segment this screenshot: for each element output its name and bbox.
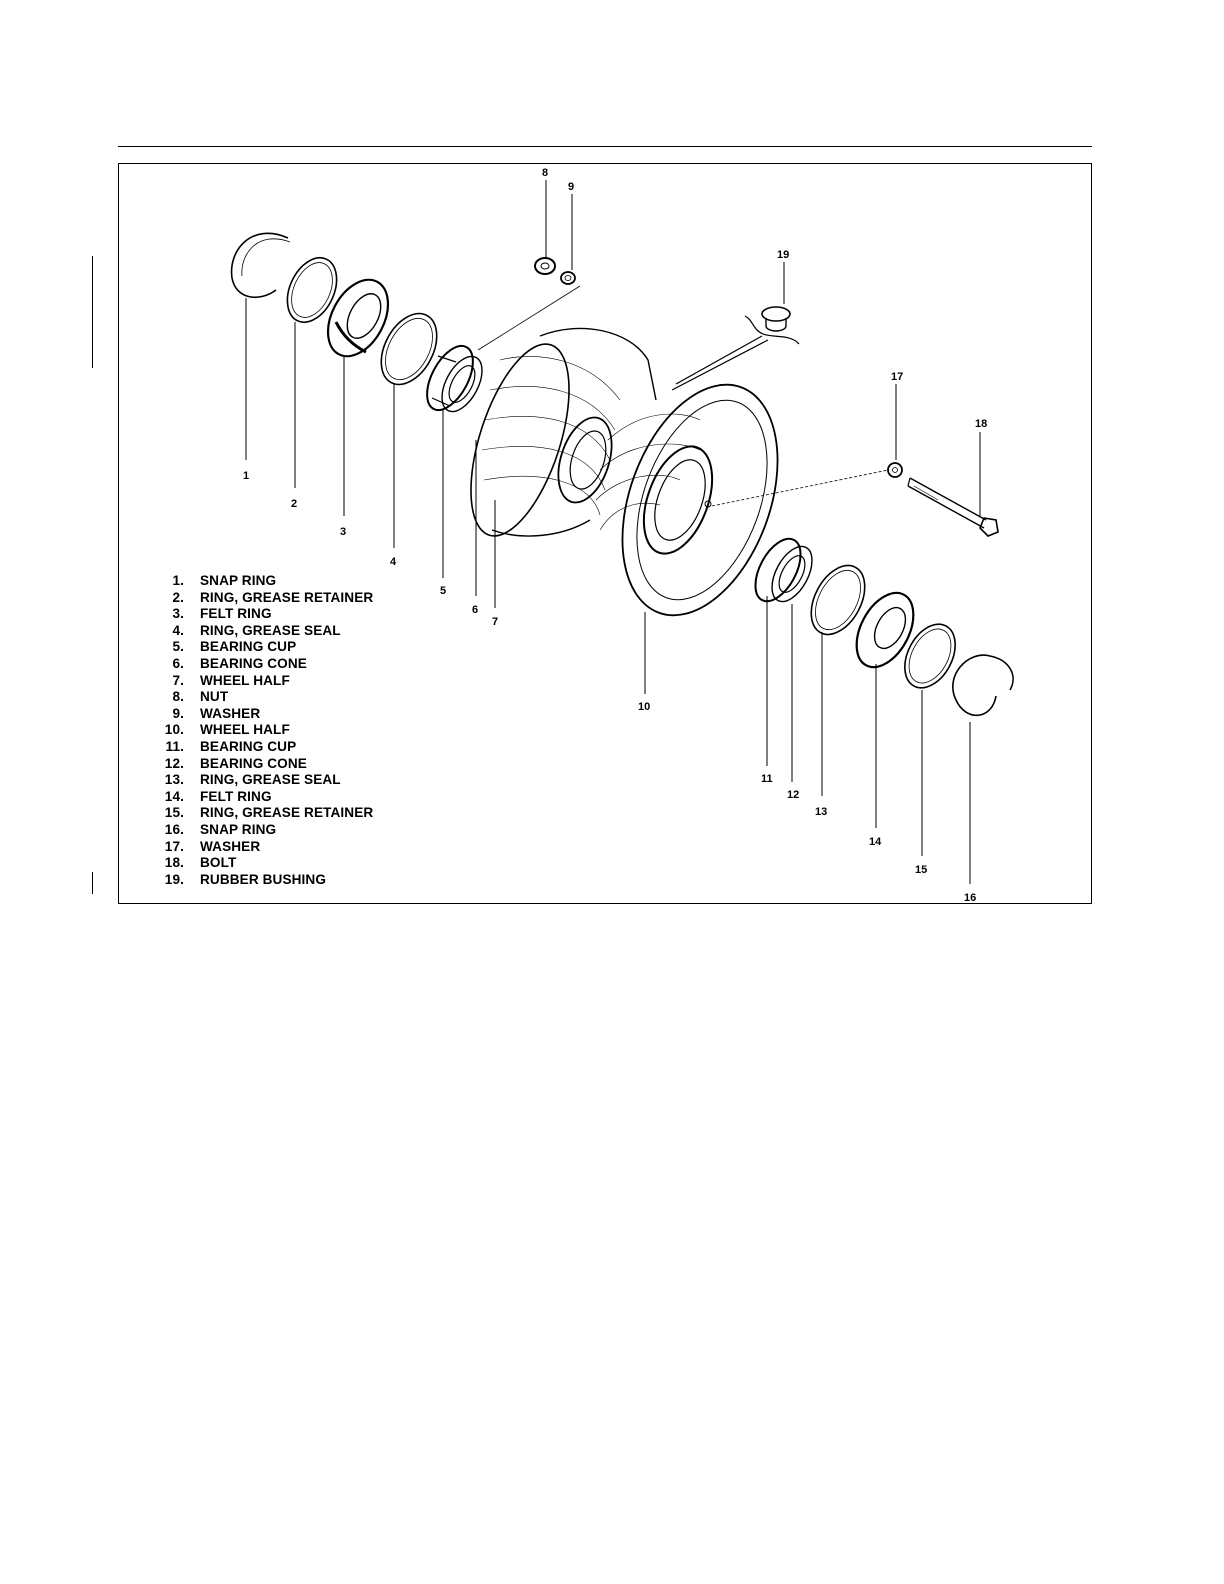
legend-item: 8.NUT bbox=[172, 689, 229, 705]
legend-item: 18.BOLT bbox=[164, 855, 237, 871]
legend-item: 10.WHEEL HALF bbox=[164, 722, 290, 738]
callout-14: 14 bbox=[869, 836, 882, 848]
parts-legend: 1.SNAP RING 2.RING, GREASE RETAINER 3.FE… bbox=[160, 573, 374, 888]
legend-item: 7.WHEEL HALF bbox=[172, 672, 290, 688]
callout-9: 9 bbox=[568, 181, 574, 193]
grease-retainer-ring-right bbox=[904, 623, 956, 689]
grease-seal-ring-right bbox=[810, 564, 866, 636]
legend-item: 4.RING, GREASE SEAL bbox=[172, 622, 341, 638]
washer-right bbox=[887, 462, 903, 478]
header-rule bbox=[118, 146, 1092, 147]
callout-5: 5 bbox=[440, 585, 446, 597]
callout-13: 13 bbox=[815, 806, 827, 818]
callout-numbers: 1 2 3 4 5 6 7 8 9 10 11 12 13 14 15 16 1… bbox=[243, 167, 987, 904]
callout-10: 10 bbox=[638, 701, 650, 713]
legend-item: 9.WASHER bbox=[172, 705, 261, 721]
nut bbox=[534, 257, 556, 275]
callout-2: 2 bbox=[291, 498, 297, 510]
legend-item: 19.RUBBER BUSHING bbox=[164, 871, 327, 887]
legend-item: 11.BEARING CUP bbox=[165, 738, 297, 754]
snap-ring-left bbox=[230, 232, 291, 298]
wheel-half-outer bbox=[595, 383, 779, 617]
felt-ring-right bbox=[855, 591, 915, 669]
callout-17: 17 bbox=[891, 371, 903, 383]
leader-lines bbox=[245, 180, 981, 884]
callout-7: 7 bbox=[492, 616, 498, 628]
callout-15: 15 bbox=[915, 864, 927, 876]
bearing-cup-cone-left bbox=[426, 344, 483, 413]
callout-19: 19 bbox=[777, 249, 789, 261]
washer-top bbox=[560, 271, 576, 285]
snap-ring-right bbox=[952, 654, 1014, 717]
legend-item: 3.FELT RING bbox=[172, 606, 272, 622]
legend-item: 16.SNAP RING bbox=[164, 821, 277, 837]
legend-item: 13.RING, GREASE SEAL bbox=[164, 772, 341, 788]
grease-seal-ring-left bbox=[380, 312, 438, 386]
rubber-bushing bbox=[761, 306, 791, 332]
callout-12: 12 bbox=[787, 789, 799, 801]
callout-3: 3 bbox=[340, 526, 346, 538]
grease-retainer-ring-left bbox=[286, 257, 338, 323]
legend-item: 6.BEARING CONE bbox=[172, 655, 307, 671]
callout-4: 4 bbox=[390, 556, 397, 568]
legend-item: 12.BEARING CONE bbox=[164, 755, 307, 771]
callout-18: 18 bbox=[975, 418, 987, 430]
figure-frame bbox=[118, 163, 1092, 904]
legend-item: 1.SNAP RING bbox=[172, 573, 277, 588]
callout-16: 16 bbox=[964, 892, 976, 904]
callout-1: 1 bbox=[243, 470, 249, 482]
wheel-half-inner bbox=[470, 327, 657, 537]
callout-11: 11 bbox=[761, 773, 773, 785]
change-bar bbox=[92, 256, 93, 368]
legend-item: 5.BEARING CUP bbox=[172, 639, 297, 655]
callout-6: 6 bbox=[472, 604, 478, 616]
legend-item: 17.WASHER bbox=[164, 838, 261, 854]
change-bar bbox=[92, 872, 93, 894]
legend-item: 14.FELT RING bbox=[164, 788, 272, 804]
bearing-cup-cone-right bbox=[754, 537, 813, 603]
callout-8: 8 bbox=[542, 167, 548, 179]
legend-item: 2.RING, GREASE RETAINER bbox=[172, 589, 374, 605]
bolt bbox=[907, 477, 999, 537]
legend-item: 15.RING, GREASE RETAINER bbox=[164, 805, 374, 821]
felt-ring-left bbox=[326, 278, 390, 358]
